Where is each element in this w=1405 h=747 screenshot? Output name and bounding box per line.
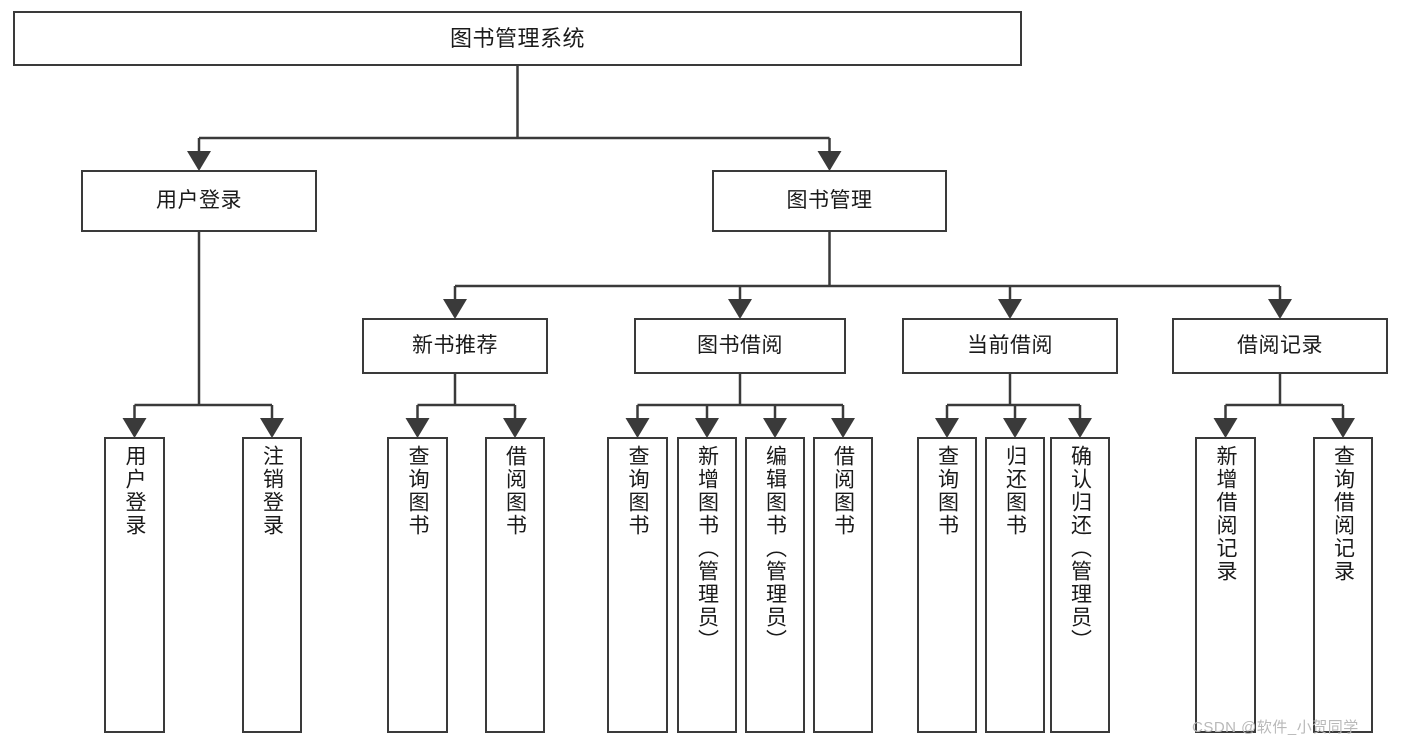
node-label-root: 图书管理系统 bbox=[449, 25, 585, 51]
node-label-new-book-rec: 新书推荐 bbox=[412, 333, 498, 357]
node-label-leaf-add-record: 新增借阅记录 bbox=[1214, 445, 1237, 583]
node-label-leaf-edit-book: 编辑图书（管理员） bbox=[763, 445, 787, 652]
node-leaf-confirm-return[interactable]: 确认归还（管理员） bbox=[1050, 437, 1110, 733]
node-root[interactable]: 图书管理系统 bbox=[13, 11, 1022, 66]
node-leaf-add-record[interactable]: 新增借阅记录 bbox=[1195, 437, 1256, 733]
node-label-leaf-borrow-book-2: 借阅图书 bbox=[831, 445, 855, 537]
node-leaf-return-book[interactable]: 归还图书 bbox=[985, 437, 1045, 733]
node-label-user-login: 用户登录 bbox=[156, 188, 242, 212]
node-label-leaf-query-book-1: 查询图书 bbox=[406, 445, 429, 537]
node-book-manage[interactable]: 图书管理 bbox=[712, 170, 947, 232]
node-label-leaf-query-book-3: 查询图书 bbox=[935, 445, 959, 537]
node-label-book-manage: 图书管理 bbox=[786, 188, 873, 212]
node-label-leaf-add-book: 新增图书（管理员） bbox=[695, 445, 719, 652]
watermark-label: CSDN @软件_小贺同学 bbox=[1192, 719, 1359, 736]
node-leaf-edit-book[interactable]: 编辑图书（管理员） bbox=[745, 437, 805, 733]
node-label-leaf-query-record: 查询借阅记录 bbox=[1331, 445, 1355, 583]
node-borrow-record[interactable]: 借阅记录 bbox=[1172, 318, 1388, 374]
node-label-leaf-borrow-book-1: 借阅图书 bbox=[503, 445, 527, 537]
node-label-leaf-user-login: 用户登录 bbox=[123, 445, 146, 537]
node-leaf-borrow-book-2[interactable]: 借阅图书 bbox=[813, 437, 873, 733]
node-leaf-query-record[interactable]: 查询借阅记录 bbox=[1313, 437, 1373, 733]
node-new-book-rec[interactable]: 新书推荐 bbox=[362, 318, 548, 374]
node-label-current-borrow: 当前借阅 bbox=[967, 333, 1053, 357]
node-label-book-borrow: 图书借阅 bbox=[697, 333, 783, 357]
edge-paths bbox=[122, 66, 1355, 438]
node-leaf-user-logout[interactable]: 注销登录 bbox=[242, 437, 302, 733]
node-leaf-add-book[interactable]: 新增图书（管理员） bbox=[677, 437, 737, 733]
node-leaf-borrow-book-1[interactable]: 借阅图书 bbox=[485, 437, 545, 733]
node-leaf-query-book-2[interactable]: 查询图书 bbox=[607, 437, 668, 733]
node-leaf-query-book-1[interactable]: 查询图书 bbox=[387, 437, 448, 733]
node-label-borrow-record: 借阅记录 bbox=[1237, 333, 1323, 357]
node-user-login[interactable]: 用户登录 bbox=[81, 170, 317, 232]
node-leaf-user-login[interactable]: 用户登录 bbox=[104, 437, 165, 733]
node-book-borrow[interactable]: 图书借阅 bbox=[634, 318, 846, 374]
node-label-leaf-query-book-2: 查询图书 bbox=[626, 445, 649, 537]
node-current-borrow[interactable]: 当前借阅 bbox=[902, 318, 1118, 374]
node-label-leaf-user-logout: 注销登录 bbox=[260, 445, 284, 537]
node-label-leaf-return-book: 归还图书 bbox=[1003, 445, 1027, 537]
node-leaf-query-book-3[interactable]: 查询图书 bbox=[917, 437, 977, 733]
node-label-leaf-confirm-return: 确认归还（管理员） bbox=[1068, 445, 1092, 652]
